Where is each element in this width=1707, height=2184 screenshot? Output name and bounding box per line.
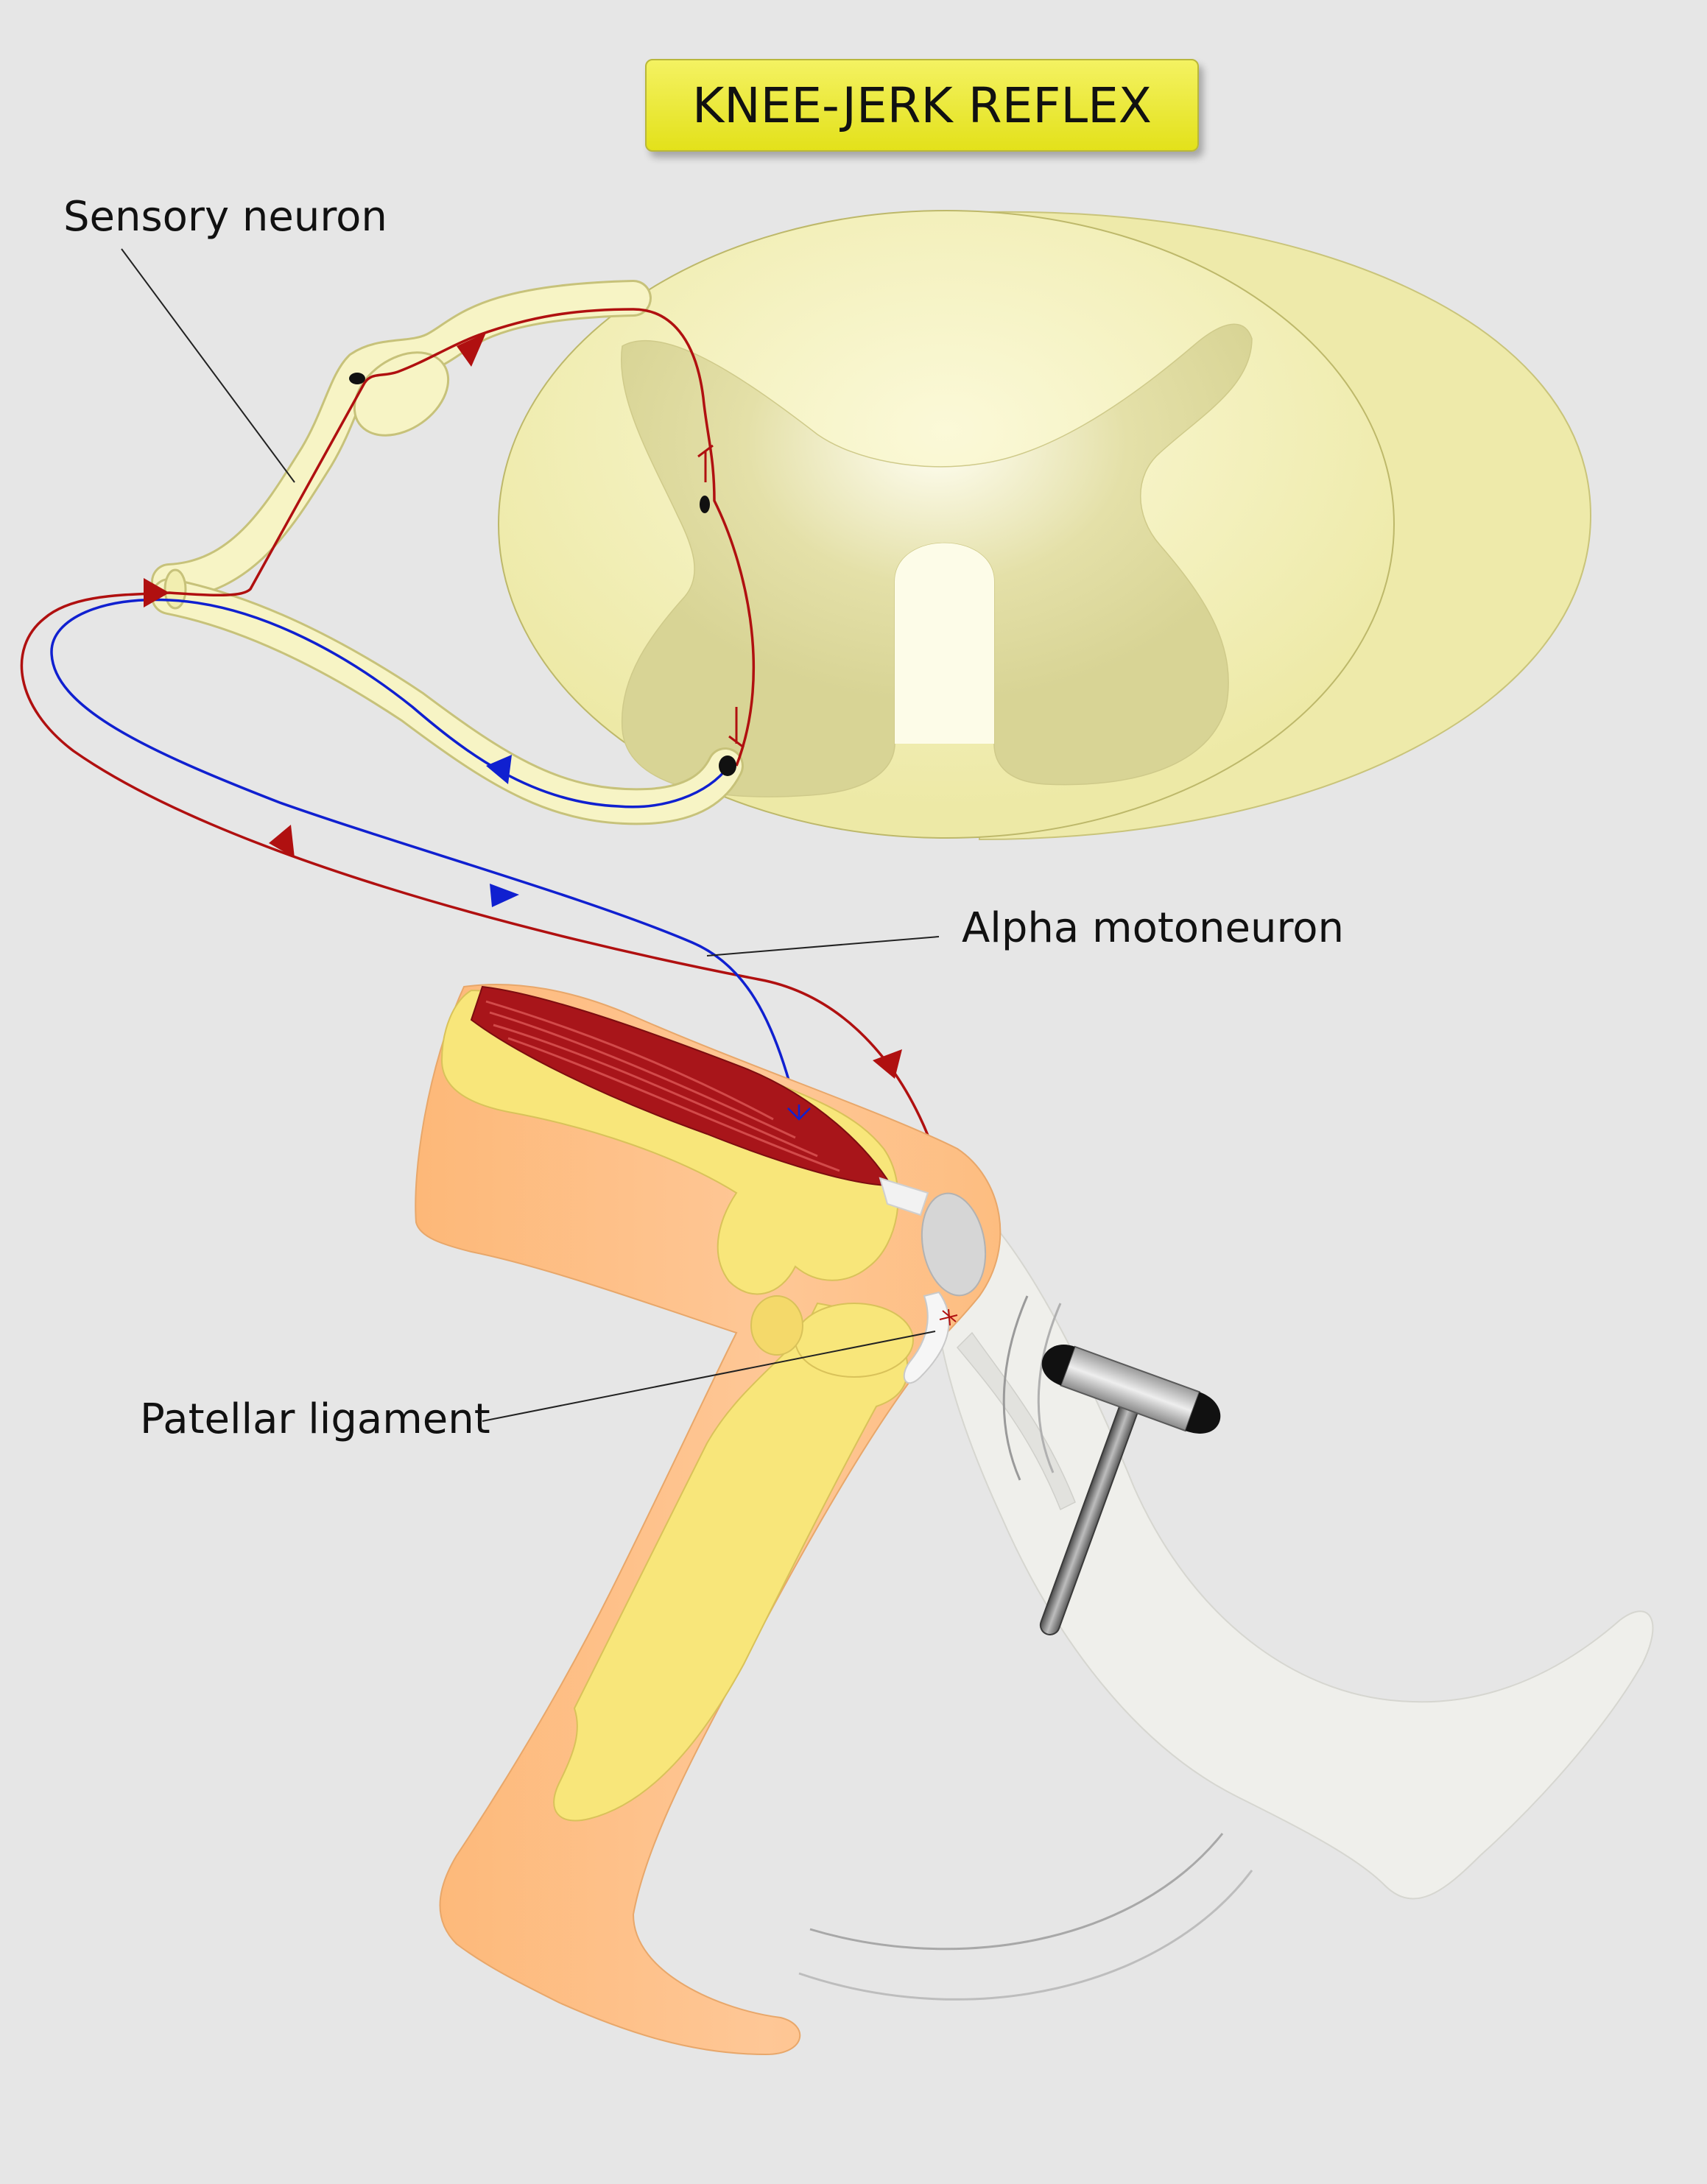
nerve-cut-end (163, 568, 187, 610)
hammer-head (1041, 1345, 1221, 1434)
central-canal (895, 543, 994, 744)
sensory-pathway (20, 308, 955, 1308)
motion-arc-knee-1 (1002, 1295, 1029, 1481)
gray-matter (621, 323, 1253, 797)
tibia (553, 1302, 909, 1822)
sensory-arrow-lower (269, 825, 295, 858)
ghost-tibia (956, 1331, 1076, 1511)
extended-leg-ghost (933, 1191, 1654, 1900)
dorsal-root-ganglion (353, 351, 450, 437)
sensory-neuron-cell-body (349, 373, 365, 384)
sensory-arrow-entry (144, 578, 169, 607)
stretch-receptor (939, 1308, 958, 1326)
patellar-ligament (903, 1291, 950, 1384)
motion-arc-foot-2 (798, 1870, 1253, 2001)
motor-pathway (50, 598, 797, 1105)
label-sensory-neuron: Sensory neuron (63, 193, 387, 241)
motion-arc-foot-1 (809, 1833, 1224, 1951)
sensory-arrow-upper (457, 333, 486, 367)
patella (921, 1192, 987, 1297)
motor-neuron-cell-body (719, 755, 736, 776)
neuromuscular-junction (787, 1105, 811, 1121)
motion-arc-knee-2 (1037, 1303, 1062, 1473)
sensory-arrow-knee (873, 1049, 902, 1079)
motor-arrow-upper (486, 755, 512, 784)
interneuron-cell-body (700, 496, 710, 513)
quadriceps-tendon (879, 1177, 929, 1216)
synapse-upper (697, 444, 714, 482)
diagram-title: KNEE-JERK REFLEX (645, 59, 1199, 152)
label-alpha-motoneuron: Alpha motoneuron (962, 904, 1345, 952)
motor-arrow-lower (490, 884, 519, 907)
tibia-head (795, 1303, 914, 1378)
leader-patellar-ligament (482, 1331, 936, 1422)
label-patellar-ligament: Patellar ligament (140, 1395, 490, 1443)
leader-alpha-motoneuron (706, 936, 940, 957)
synapse-lower (728, 707, 745, 749)
fibula-head (750, 1295, 803, 1356)
leader-sensory-neuron (121, 248, 295, 483)
